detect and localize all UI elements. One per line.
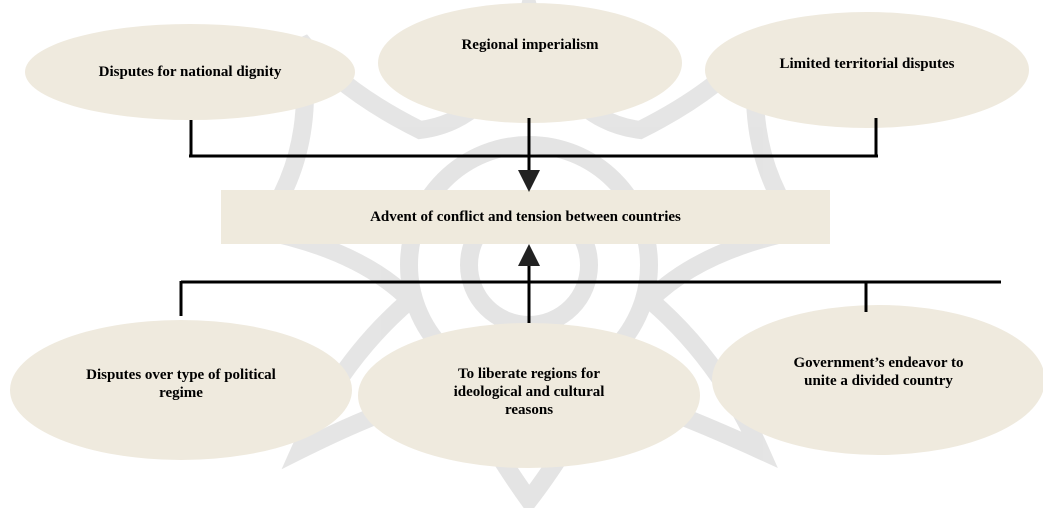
top-cause-label: Regional imperialism xyxy=(461,37,599,53)
top-cause-label: Disputes for national dignity xyxy=(98,64,282,80)
top-cause-label: Limited territorial disputes xyxy=(779,56,955,72)
top-cause-regional-imperialism: Regional imperialism xyxy=(378,3,682,123)
top-cause-national-dignity: Disputes for national dignity xyxy=(25,24,355,120)
bottom-cause-unite-country: Government’s endeavor to unite a divided… xyxy=(712,305,1043,455)
bottom-cause-political-regime: Disputes over type of political regime xyxy=(10,320,352,460)
bottom-cause-label: To liberate regions for ideological and … xyxy=(453,365,605,418)
bottom-cause-liberate-regions: To liberate regions for ideological and … xyxy=(358,323,700,468)
bottom-cause-label: Disputes over type of political regime xyxy=(86,367,276,401)
central-outcome-box: Advent of conflict and tension between c… xyxy=(221,190,830,244)
central-outcome-label: Advent of conflict and tension between c… xyxy=(370,208,681,225)
top-cause-territorial-disputes: Limited territorial disputes xyxy=(705,12,1029,128)
bottom-cause-label: Government’s endeavor to unite a divided… xyxy=(793,355,964,389)
